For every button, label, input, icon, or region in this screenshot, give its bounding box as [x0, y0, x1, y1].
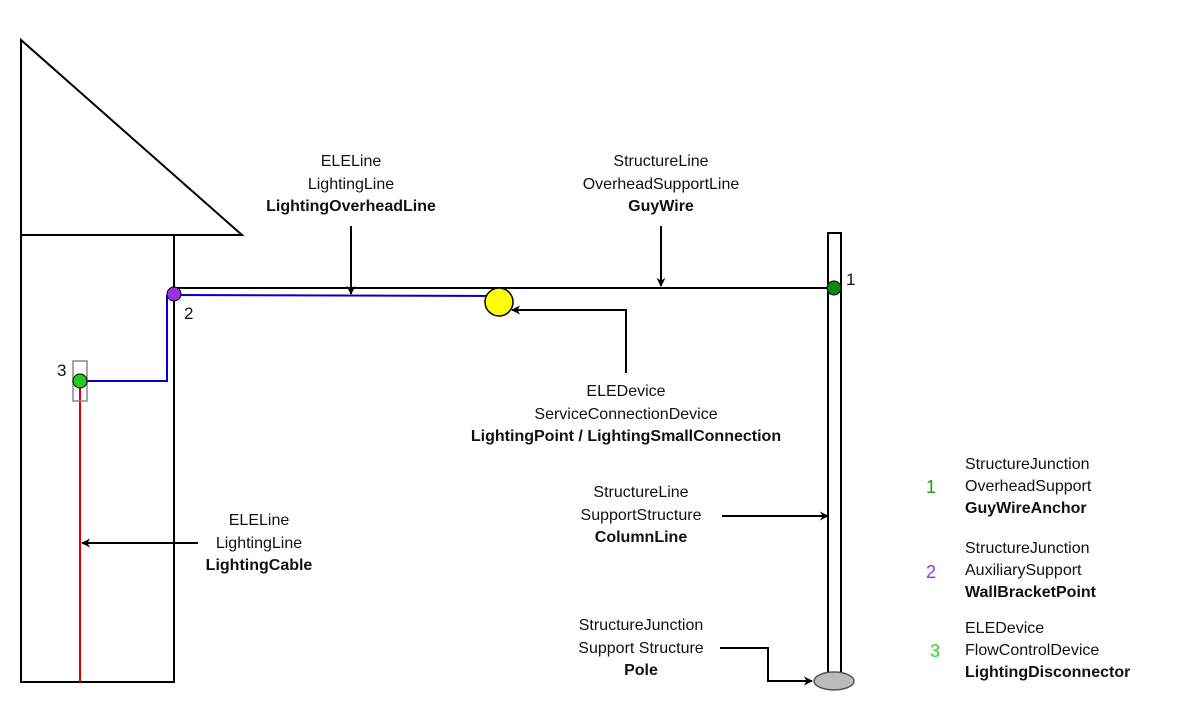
label-guy-wire: StructureLine OverheadSupportLine GuyWir…	[582, 153, 740, 215]
legend-number-1: 1	[926, 477, 937, 497]
marker-3: 3	[57, 361, 67, 380]
house-roof	[20, 37, 245, 236]
service-connection-device	[484, 287, 514, 317]
lighting-line-connection	[80, 295, 168, 382]
marker-2: 2	[184, 304, 194, 323]
label-service-connection-device: ELEDevice ServiceConnectionDevice Lighti…	[470, 383, 782, 445]
arrow-pole	[720, 647, 813, 686]
legend-entry-3: ELEDevice FlowControlDevice LightingDisc…	[965, 620, 1131, 681]
arrow-device	[511, 305, 627, 373]
pole-base	[813, 671, 855, 691]
label-lighting-cable: ELELine LightingLine LightingCable	[205, 512, 313, 574]
legend-number-2: 2	[926, 562, 937, 582]
label-lighting-overhead-line: ELELine LightingLine LightingOverheadLin…	[266, 153, 436, 215]
legend-number-3: 3	[930, 641, 941, 661]
house-wall	[20, 234, 175, 683]
marker-1: 1	[846, 270, 856, 289]
junction-1-guy-wire-anchor	[826, 280, 842, 296]
label-pole: StructureJunction Support Structure Pole	[578, 617, 704, 679]
junction-2-wall-bracket	[166, 286, 182, 302]
legend-entry-2: StructureJunction AuxiliarySupport WallB…	[965, 540, 1096, 601]
pole-column	[827, 232, 842, 683]
lighting-overhead-line	[173, 294, 500, 297]
legend-entry-1: StructureJunction OverheadSupport GuyWir…	[965, 456, 1092, 517]
label-column-line: StructureLine SupportStructure ColumnLin…	[580, 484, 702, 546]
junction-3-disconnector	[72, 373, 88, 389]
